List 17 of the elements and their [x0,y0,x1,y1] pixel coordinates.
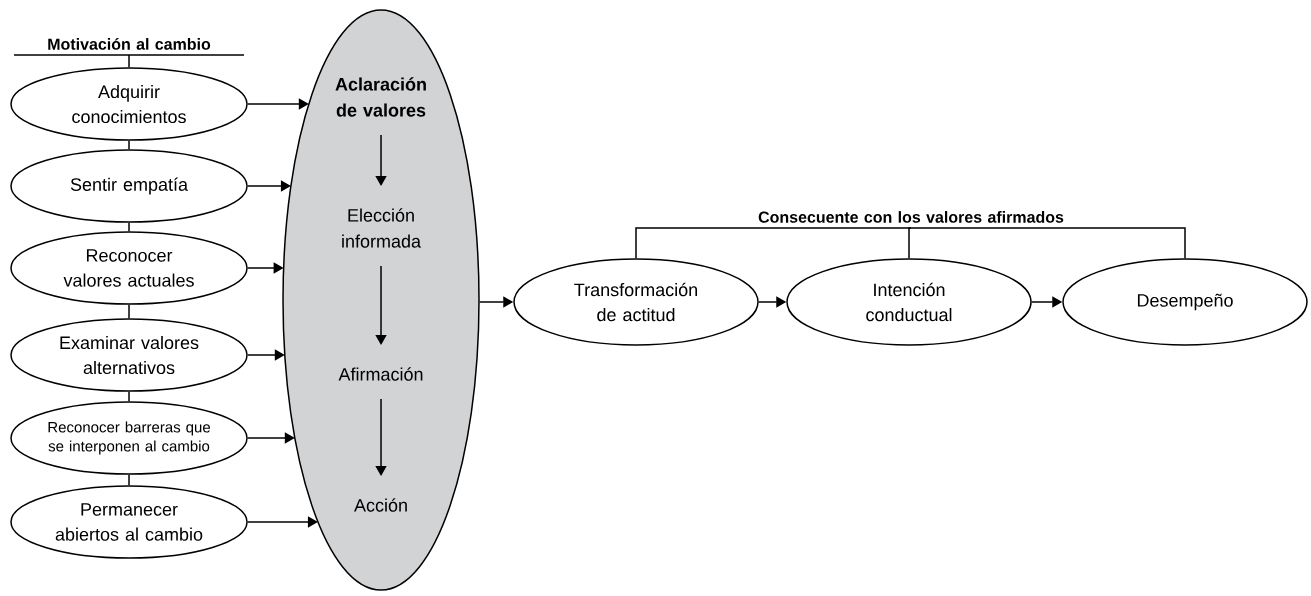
connector-line [128,304,130,319]
connector-line [128,474,130,486]
arrow [247,516,318,528]
stage-label: Acción [354,498,407,512]
stage-heading: Aclaración de valores [335,77,426,117]
heading-text: Motivación al cambio [48,37,211,50]
heading-text: Consecuente con los valores afirmados [758,211,1064,223]
connector-line [128,391,130,402]
connector-line [128,54,130,68]
bracket-line [908,227,912,259]
large-ellipse [282,9,480,591]
connector-line [128,140,130,150]
bracket-line [910,227,1186,259]
stage-label: Elección informada [342,208,421,248]
connector-line [128,222,130,232]
stage-label: Afirmación [338,367,423,381]
arrow [247,180,291,192]
